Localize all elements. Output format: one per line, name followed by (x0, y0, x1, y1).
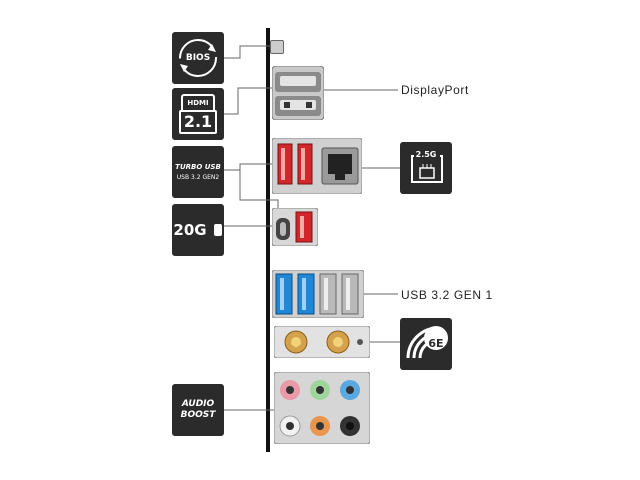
wifi-antenna-block (274, 326, 370, 358)
bios-flashback-badge: BIOS (172, 32, 224, 84)
bios-flashback-button[interactable] (270, 40, 284, 54)
bios-label: BIOS (185, 53, 211, 63)
boost-label: BOOST (180, 410, 216, 420)
ethernet-icon (411, 150, 443, 183)
hdmi-top-label: HDMI (187, 98, 209, 107)
wifi-icon (406, 326, 448, 359)
hdmi-dp-port-graphic (272, 66, 324, 120)
blue-usb-ports-graphic (272, 270, 364, 318)
audio-label: AUDIO (181, 399, 215, 409)
displayport-callout: DisplayPort (401, 83, 469, 97)
usb-c-plug-icon (213, 224, 222, 236)
leader-turbo (224, 163, 278, 171)
usb-c-20g-badge: 20G (172, 204, 224, 256)
turbo-usb-label: TURBO USB (175, 162, 221, 171)
usb-3-2-gen1-block (272, 270, 364, 318)
red-usb-lan-graphic (272, 138, 362, 194)
lan-2-5g-badge: 2.5G (400, 142, 452, 194)
wifi-version-label: 6E (428, 337, 444, 350)
io-shield-edge (266, 28, 270, 452)
usb-c-red-usb-block (272, 208, 318, 246)
turbo-usb-badge: TURBO USB USB 3.2 GEN2 (172, 146, 224, 198)
leader-hdmi (224, 87, 272, 115)
leader-turbo-typec (239, 170, 279, 212)
usb-c-speed-label: 20G (173, 220, 207, 239)
audio-jacks-graphic (274, 372, 370, 444)
bios-refresh-icon (179, 39, 217, 77)
turbo-usb-gen-label: USB 3.2 GEN2 (176, 173, 220, 181)
usb-3-2-gen1-callout: USB 3.2 GEN 1 (401, 288, 493, 302)
wifi-6e-badge: 6E (400, 318, 452, 370)
usb-c-port-graphic (272, 208, 318, 246)
wifi-antenna-graphic (274, 326, 370, 358)
red-usb-lan-block (272, 138, 362, 194)
audio-jack-block (274, 372, 370, 444)
hdmi-displayport-stack (272, 66, 324, 120)
hdmi-badge: HDMI 2.1 (172, 88, 224, 140)
audio-boost-badge: AUDIO BOOST (172, 384, 224, 436)
hdmi-version-label: 2.1 (183, 112, 213, 131)
lan-speed-label: 2.5G (415, 150, 437, 159)
leader-bios (224, 45, 270, 59)
